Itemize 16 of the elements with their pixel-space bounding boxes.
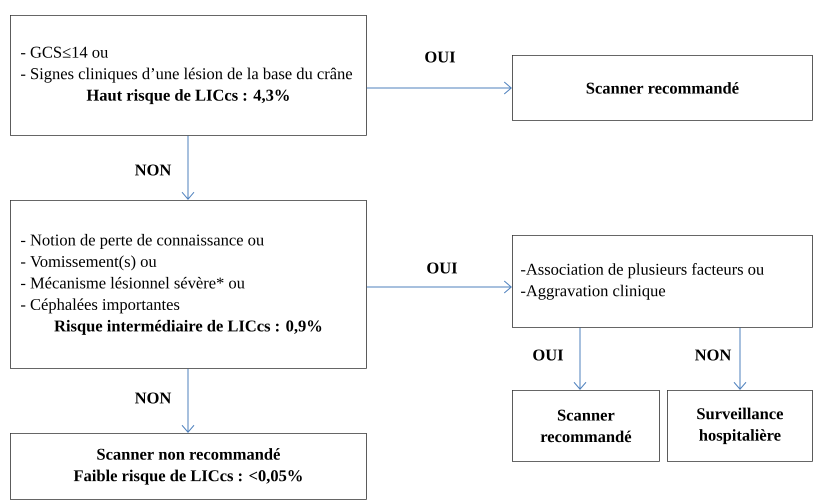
criteria-box: -Association de plusieurs facteurs ou -Aggravation clinique: [512, 235, 813, 328]
result-box: Scanner recommandé: [512, 55, 813, 121]
edge-label: NON: [134, 391, 172, 405]
edge-label: NON: [134, 163, 172, 177]
criteria-box: - Notion de perte de connaissance ou - Vomissement(s) ou - Mécanisme lésionnel sévère* ou - Céphalées importantes Risque intermédiaire de LICcs : 0,9%: [10, 200, 367, 369]
result-box: Scanner recommandé: [512, 390, 660, 462]
arrow: [734, 327, 746, 390]
arrow: [574, 327, 586, 390]
criteria-box: - GCS≤14 ou - Signes cliniques d’une lésion de la base du crâne Haut risque de LICcs : 4,3%: [10, 15, 367, 136]
arrow: [182, 135, 194, 200]
result-box: Scanner non recommandé Faible risque de LICcs : <0,05%: [10, 433, 367, 500]
edge-label: NON: [694, 348, 732, 362]
arrow: [182, 368, 194, 433]
arrow: [366, 82, 512, 94]
result-box: Surveillance hospitalière: [667, 390, 813, 462]
arrow: [366, 280, 512, 294]
